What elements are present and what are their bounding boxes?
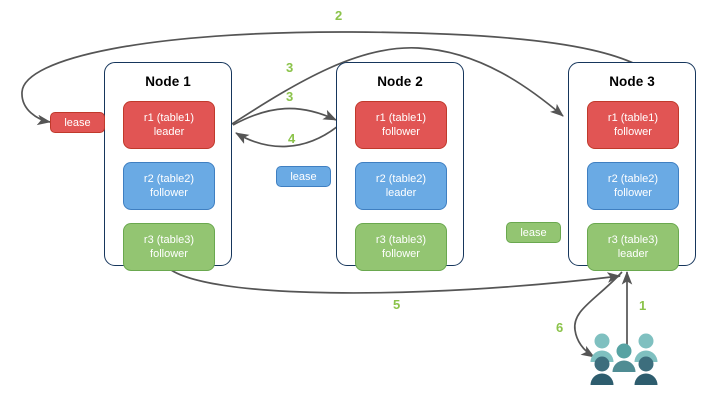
step-label-3-far: 3 (286, 60, 294, 75)
node-3-replica-r1[interactable]: r1 (table1) follower (587, 101, 679, 149)
node-2-replica-r3[interactable]: r3 (table3) follower (355, 223, 447, 271)
replica-name: r3 (table3) (143, 234, 195, 246)
users-group-icon (590, 333, 658, 385)
replica-role: follower (614, 126, 652, 138)
node-3-replica-r3[interactable]: r3 (table3) leader (587, 223, 679, 271)
edge-step-5 (165, 265, 622, 294)
replica-name: r2 (table2) (607, 173, 659, 185)
step-label-3-near: 3 (286, 89, 294, 104)
replica-role: leader (153, 126, 185, 138)
lease-token-red[interactable]: lease (50, 112, 105, 133)
node-1-replica-r1[interactable]: r1 (table1) leader (123, 101, 215, 149)
edge-step-3-near (232, 107, 337, 126)
replica-role: follower (382, 248, 420, 260)
step-label-2: 2 (335, 8, 343, 23)
lease-label: lease (290, 170, 317, 183)
node-3-replica-r2[interactable]: r2 (table2) follower (587, 162, 679, 210)
replica-role: follower (150, 248, 188, 260)
lease-label: lease (64, 116, 91, 129)
edge-step-6 (574, 271, 623, 358)
node-1-title: Node 1 (145, 74, 191, 89)
replica-role: follower (382, 126, 420, 138)
replica-role: leader (617, 248, 649, 260)
node-2-replica-r1[interactable]: r1 (table1) follower (355, 101, 447, 149)
node-1-replica-r3[interactable]: r3 (table3) follower (123, 223, 215, 271)
replica-name: r2 (table2) (375, 173, 427, 185)
replica-name: r3 (table3) (375, 234, 427, 246)
replica-name: r3 (table3) (607, 234, 659, 246)
edge-step-2 (21, 31, 673, 126)
lease-token-green[interactable]: lease (506, 222, 561, 243)
replica-role: leader (385, 187, 417, 199)
node-1-replica-r2[interactable]: r2 (table2) follower (123, 162, 215, 210)
lease-label: lease (520, 226, 547, 239)
lease-token-blue[interactable]: lease (276, 166, 331, 187)
node-2-title: Node 2 (377, 74, 423, 89)
node-2-replica-r2[interactable]: r2 (table2) leader (355, 162, 447, 210)
replica-name: r1 (table1) (607, 112, 659, 124)
node-3[interactable]: Node 3 r1 (table1) follower r2 (table2) … (568, 62, 696, 271)
node-1[interactable]: Node 1 r1 (table1) leader r2 (table2) fo… (104, 62, 232, 271)
edge-step-4 (235, 125, 339, 148)
edge-step-3-far (231, 47, 564, 125)
node-2[interactable]: Node 2 r1 (table1) follower r2 (table2) … (336, 62, 464, 271)
step-label-4: 4 (288, 131, 296, 146)
replica-name: r1 (table1) (143, 112, 195, 124)
step-label-1: 1 (639, 298, 647, 313)
replica-role: follower (150, 187, 188, 199)
replica-name: r1 (table1) (375, 112, 427, 124)
step-label-6: 6 (556, 320, 564, 335)
node-3-title: Node 3 (609, 74, 655, 89)
replica-name: r2 (table2) (143, 173, 195, 185)
replica-role: follower (614, 187, 652, 199)
step-label-5: 5 (393, 297, 401, 312)
